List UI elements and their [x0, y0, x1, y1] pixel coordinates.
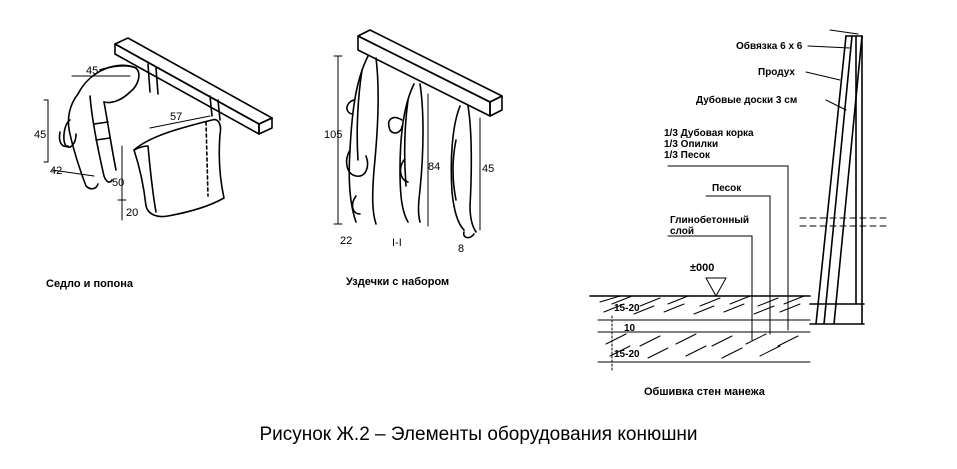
saddle-dimension-height: 45: [34, 129, 47, 141]
blanket-dimension-lower: 20: [126, 207, 139, 219]
bridle-dimension-84: 84: [428, 161, 441, 173]
bridle-dimension-lines: [333, 55, 481, 231]
label-leader-lines: [805, 45, 851, 111]
bridle-rack-bar: [357, 29, 503, 117]
label-mix-sand: 1/3 Песок: [664, 150, 710, 161]
label-mix-sawdust: 1/3 Опилки: [664, 139, 719, 150]
bridle-dimension-45: 45: [482, 163, 495, 175]
label-oak-boards: Дубовые доски 3 см: [696, 95, 798, 106]
layer-thickness-middle: 10: [624, 323, 636, 334]
bridle-drawing-3: [450, 105, 477, 239]
bridle-item-label-3: 8: [458, 243, 465, 255]
label-clay-concrete-line-2: слой: [670, 226, 695, 237]
blanket-dimension-height: 50: [112, 177, 125, 189]
saddle-rack-bar: [114, 37, 273, 135]
bridle-dimension-105: 105: [324, 129, 343, 141]
label-zero-level: ±000: [690, 262, 715, 274]
label-clay-concrete-line-1: Глинобетонный: [670, 215, 750, 226]
saddle-dimension-depth: 42: [50, 165, 63, 177]
wall-panel-title: Обшивка стен манежа: [644, 386, 765, 398]
saddle-drawing: [58, 64, 140, 190]
saddle-panel-title: Седло и попона: [46, 278, 133, 290]
bridle-item-label-1: 22: [340, 235, 353, 247]
figure-caption: Рисунок Ж.2 – Элементы оборудования коню…: [259, 424, 698, 445]
bridle-drawing-1: [345, 55, 379, 225]
saddle-dimension-lines: [43, 75, 211, 221]
layer-thickness-top: 15-20: [614, 303, 640, 314]
saddle-blanket-drawing: [133, 118, 225, 218]
bridle-item-label-2: I-I: [392, 237, 402, 249]
label-vent: Продух: [758, 67, 795, 78]
bridle-drawing-2: [387, 83, 424, 223]
saddle-dimension-width: 45: [86, 65, 99, 77]
label-strapping: Обвязка 6 х 6: [736, 41, 803, 52]
label-sand: Песок: [712, 183, 742, 194]
layer-thickness-bottom: 15-20: [614, 349, 640, 360]
rack-dimension-length: 57: [170, 111, 183, 123]
wall-section-drawing: [799, 29, 889, 325]
bridles-panel-title: Уздечки с набором: [346, 276, 450, 288]
label-mix-oak-bark: 1/3 Дубовая корка: [664, 128, 754, 139]
floor-layers-drawing: [589, 165, 811, 373]
